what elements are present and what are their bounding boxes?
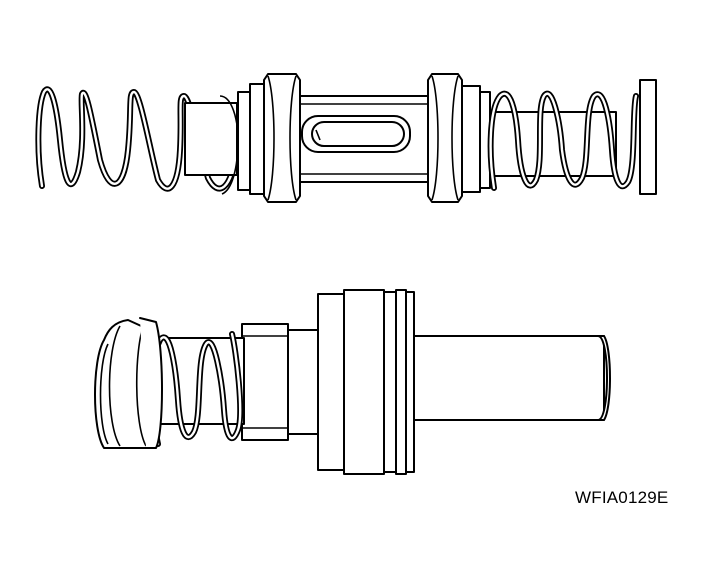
lower-assembly — [94, 289, 611, 475]
right-rod — [489, 111, 617, 177]
shaft — [411, 335, 605, 421]
flange — [317, 289, 415, 475]
piston-body — [237, 73, 431, 203]
o-ring-2 — [395, 289, 407, 475]
o-ring-1 — [383, 291, 397, 473]
left-retainer — [184, 102, 238, 176]
upper-assembly — [35, 73, 657, 203]
right-flange — [427, 73, 491, 203]
slotted-piston — [301, 115, 411, 153]
right-spring — [487, 90, 639, 191]
end-cap — [639, 79, 657, 195]
figure-code-label: WFIA0129E — [575, 488, 669, 507]
piston-collar — [241, 323, 319, 441]
spring-seat-cup — [94, 317, 163, 449]
left-spring — [35, 86, 239, 192]
o-ring-3 — [405, 291, 415, 473]
